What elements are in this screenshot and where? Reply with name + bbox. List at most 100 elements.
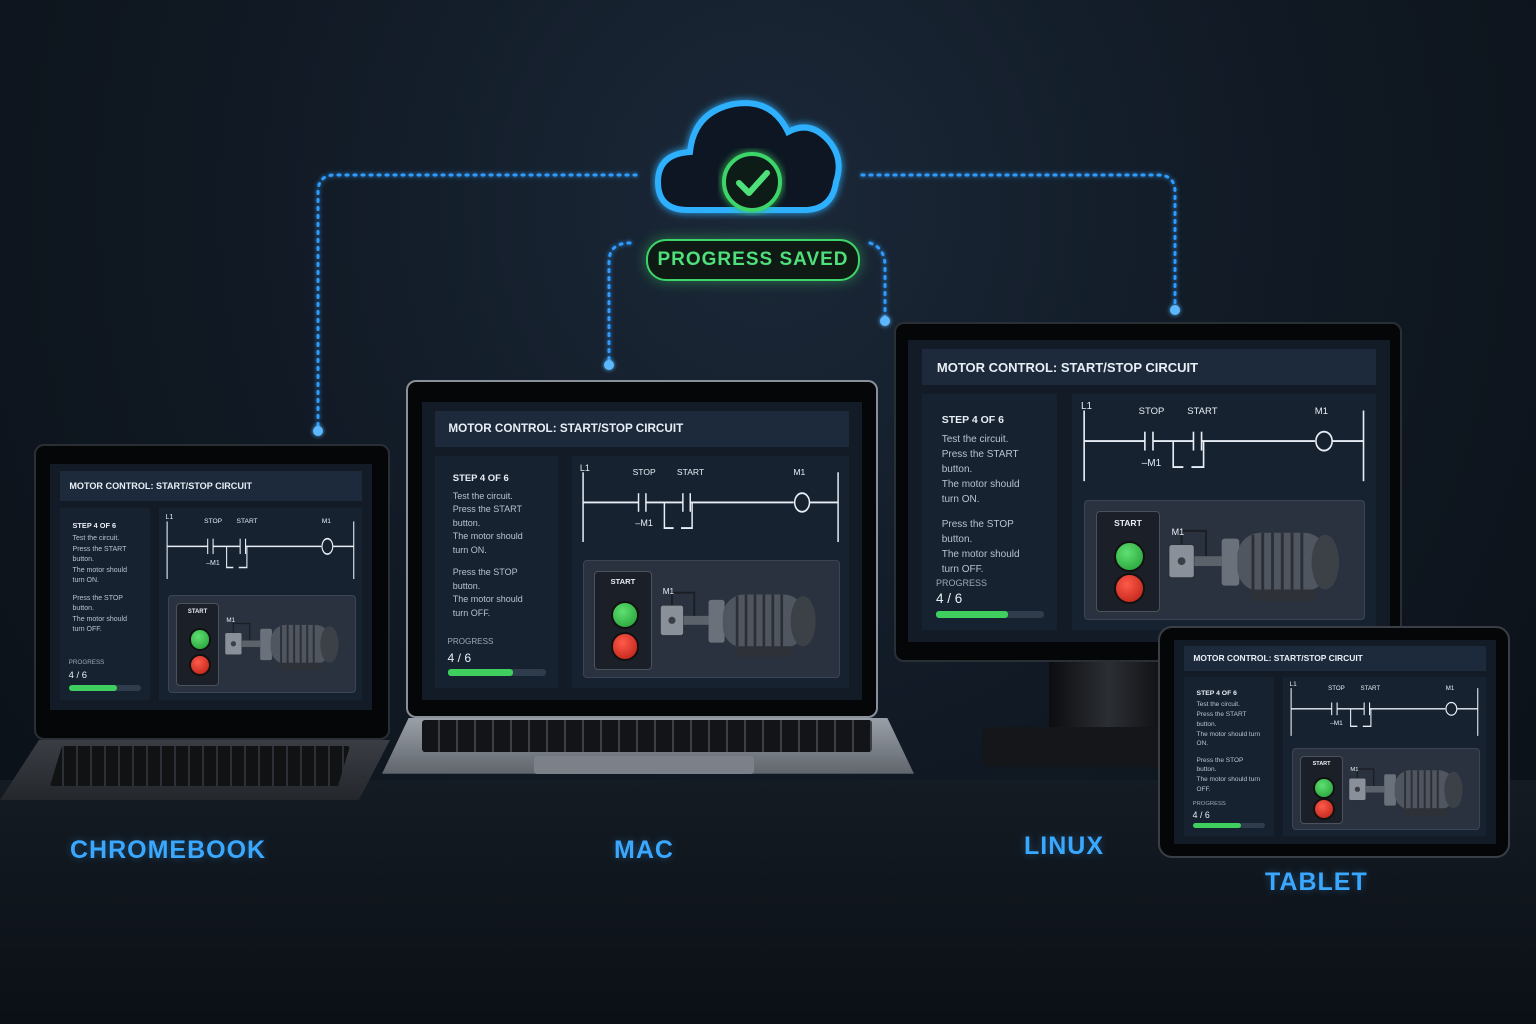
chromebook-bezel: MOTOR CONTROL: START/STOP CIRCUIT STEP 4… [34, 444, 390, 740]
app-window: MOTOR CONTROL: START/STOP CIRCUIT STEP 4… [422, 402, 862, 700]
device-label-linux: LINUX [1024, 832, 1104, 860]
chromebook-keyboard [50, 746, 350, 786]
instruction-block-1: Test the circuit. Press the START button… [453, 490, 541, 558]
ladder-label-l1: L1 [579, 462, 590, 473]
simulation-panel: L1 STOP START M1 –M1 START [1283, 676, 1487, 836]
instruction-line: Press the STOP button. [72, 594, 123, 613]
app-window: MOTOR CONTROL: START/STOP CIRCUIT STEP 4… [908, 340, 1390, 642]
ladder-label-l1: L1 [165, 514, 174, 522]
linux-device: MOTOR CONTROL: START/STOP CIRCUIT STEP 4… [894, 322, 1404, 772]
control-station: START [1096, 510, 1160, 612]
stop-button[interactable] [1114, 573, 1146, 605]
ladder-diagram [581, 471, 839, 542]
device-label-mac: MAC [614, 836, 674, 864]
linux-bezel: MOTOR CONTROL: START/STOP CIRCUIT STEP 4… [894, 322, 1402, 662]
step-indicator: STEP 4 OF 6 [72, 521, 117, 531]
ladder-label-stop: STOP [1328, 684, 1345, 692]
control-start-label: START [187, 609, 208, 616]
progress-value: 4 / 6 [1192, 809, 1210, 820]
app-window: MOTOR CONTROL: START/STOP CIRCUIT STEP 4… [1174, 640, 1496, 844]
motor-icon [659, 591, 816, 657]
simulation-panel: L1 STOP START M1 –M1 START [159, 508, 363, 701]
progress-label: PROGRESS [1192, 801, 1226, 808]
control-station: START [593, 570, 652, 671]
progress-label: PROGRESS [68, 658, 105, 666]
motor-icon [1348, 768, 1463, 817]
progress-bar [935, 611, 1044, 619]
stop-button[interactable] [188, 654, 211, 677]
instruction-line: The motor should turn ON. [941, 478, 1020, 505]
lesson-title: MOTOR CONTROL: START/STOP CIRCUIT [435, 410, 849, 447]
stop-button[interactable] [610, 632, 640, 661]
ladder-label-m1: M1 [793, 467, 806, 478]
instruction-line: Press the STOP button. [941, 518, 1014, 545]
control-start-label: START [1114, 517, 1142, 528]
mac-keyboard [422, 720, 872, 752]
instruction-block-2: Press the STOP button. The motor should … [453, 566, 541, 620]
motor-icon [224, 623, 339, 671]
instruction-line: Press the START button. [941, 448, 1019, 475]
tablet-screen: MOTOR CONTROL: START/STOP CIRCUIT STEP 4… [1174, 640, 1496, 844]
ladder-label-m1: M1 [321, 517, 331, 525]
chromebook-screen: MOTOR CONTROL: START/STOP CIRCUIT STEP 4… [50, 464, 372, 710]
linux-stand [1049, 662, 1169, 732]
ladder-label-start: START [1360, 684, 1381, 692]
chromebook-device: MOTOR CONTROL: START/STOP CIRCUIT STEP 4… [0, 444, 400, 814]
motor-simulation: START [167, 594, 357, 693]
device-label-tablet: TABLET [1265, 868, 1368, 896]
instruction-line: The motor should turn OFF. [941, 548, 1020, 575]
instruction-line: The motor should turn OFF. [1196, 776, 1261, 793]
start-button[interactable] [1312, 776, 1335, 799]
instruction-line: Test the circuit. [452, 490, 513, 501]
lesson-title: MOTOR CONTROL: START/STOP CIRCUIT [922, 349, 1376, 386]
start-button[interactable] [188, 628, 211, 651]
contactor-label: M1 [1350, 766, 1359, 773]
instruction-block-2: Press the STOP button. The motor should … [942, 517, 1038, 577]
instruction-line: The motor should turn ON. [72, 566, 128, 585]
start-button[interactable] [610, 600, 640, 630]
progress-bar-fill [68, 684, 117, 691]
instruction-line: Press the START button. [452, 504, 522, 528]
start-button[interactable] [1114, 541, 1146, 573]
step-indicator: STEP 4 OF 6 [941, 413, 1004, 426]
ladder-diagram [1291, 687, 1479, 736]
control-station: START [1300, 755, 1344, 825]
instructions-panel: STEP 4 OF 6 Test the circuit. Press the … [922, 394, 1058, 630]
ladder-label-stop: STOP [1138, 406, 1165, 418]
motor-simulation: START [1291, 748, 1481, 830]
instruction-line: The motor should turn OFF. [72, 615, 128, 634]
motor-simulation: START [582, 560, 840, 679]
mac-trackpad [534, 756, 754, 774]
stop-button[interactable] [1312, 798, 1335, 821]
ladder-diagram [1083, 410, 1365, 482]
cloud-sync-icon [654, 100, 842, 213]
instruction-block-2: Press the STOP button. The motor should … [73, 594, 137, 636]
simulation-panel: L1 STOP START M1 –M1 START [571, 455, 849, 689]
lesson-title: MOTOR CONTROL: START/STOP CIRCUIT [1183, 646, 1487, 671]
mac-bezel: MOTOR CONTROL: START/STOP CIRCUIT STEP 4… [406, 380, 878, 718]
linux-stand-foot [982, 727, 1192, 767]
control-start-label: START [1312, 760, 1331, 767]
node-dot-chromebook [313, 426, 323, 436]
ladder-label-seal-in: –M1 [635, 518, 653, 529]
ladder-label-l1: L1 [1289, 681, 1297, 689]
instructions-panel: STEP 4 OF 6 Test the circuit. Press the … [435, 455, 559, 689]
ladder-label-start: START [676, 467, 705, 478]
simulation-panel: L1 STOP START M1 –M1 START [1071, 394, 1376, 630]
lesson-title: MOTOR CONTROL: START/STOP CIRCUIT [59, 471, 363, 501]
instruction-block-1: Test the circuit. Press the START button… [942, 432, 1038, 507]
progress-value: 4 / 6 [447, 650, 472, 665]
contactor-label: M1 [226, 616, 236, 624]
instruction-line: The motor should turn OFF. [452, 594, 523, 618]
mac-screen: MOTOR CONTROL: START/STOP CIRCUIT STEP 4… [422, 402, 862, 700]
ladder-label-seal-in: –M1 [1141, 457, 1162, 469]
tablet-device: MOTOR CONTROL: START/STOP CIRCUIT STEP 4… [1158, 626, 1516, 862]
device-label-chromebook: CHROMEBOOK [70, 836, 267, 864]
instruction-line: Test the circuit. [1196, 701, 1240, 709]
ladder-label-m1: M1 [1445, 684, 1455, 692]
ladder-label-m1: M1 [1314, 406, 1328, 418]
progress-bar-fill [447, 669, 514, 677]
instruction-line: Press the STOP button. [452, 567, 518, 591]
progress-label: PROGRESS [447, 637, 494, 647]
mac-device: MOTOR CONTROL: START/STOP CIRCUIT STEP 4… [382, 380, 918, 800]
